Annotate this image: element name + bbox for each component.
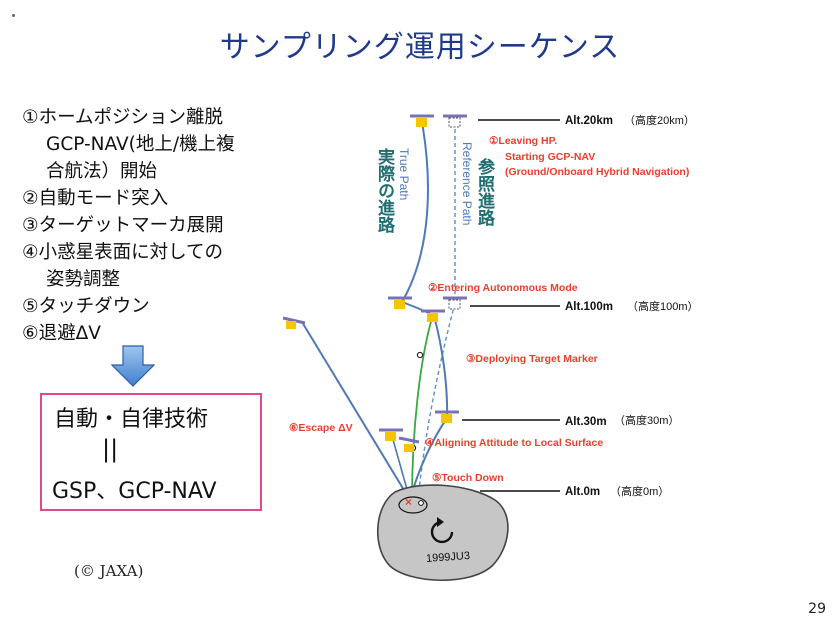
alt-0m-label: Alt.0m xyxy=(565,486,600,498)
reference-path-lower xyxy=(417,302,456,501)
tech-line-3: GSP、GCP-NAV xyxy=(52,479,217,504)
target-marker-path xyxy=(411,317,433,501)
spacecraft-aligning-2 xyxy=(398,436,420,452)
target-marker-dot xyxy=(416,351,424,359)
step-2: ②自動モード突入 xyxy=(22,188,169,209)
note-starting-gcp-nav: Starting GCP-NAV xyxy=(505,151,595,163)
spacecraft-30m xyxy=(435,410,459,423)
note-escape: ⑥Escape ΔV xyxy=(289,422,353,434)
tech-line-2: || xyxy=(102,435,119,463)
asteroid-name: 1999JU3 xyxy=(426,550,471,565)
true-path-upper xyxy=(401,121,429,303)
spacecraft-100m-true xyxy=(388,296,412,309)
alt-20km-label: Alt.20km xyxy=(565,115,613,127)
tech-line-1: 自動・自律技術 xyxy=(54,407,209,432)
step-6: ⑥退避ΔV xyxy=(22,323,101,344)
touchdown-cross-icon: × xyxy=(405,495,412,509)
page-title: サンプリング運用シーケンス xyxy=(219,30,621,65)
note-touch-down: ⑤Touch Down xyxy=(432,472,504,484)
alt-30m-label: Alt.30m xyxy=(565,416,607,428)
rotation-icon xyxy=(430,520,454,544)
step-4-detail: 姿勢調整 xyxy=(46,269,121,290)
alt-20km-sub: （高度20km） xyxy=(624,113,695,127)
reference-path-en-label: Reference Path xyxy=(460,142,474,225)
spacecraft-marker-deploy xyxy=(421,309,445,322)
step-4: ④小惑星表面に対しての xyxy=(22,242,224,263)
alt-100m-label: Alt.100m xyxy=(565,301,613,313)
escape-path xyxy=(301,321,411,501)
note-hybrid-navigation: (Ground/Onboard Hybrid Navigation) xyxy=(505,166,689,178)
step-1-detail-a: GCP-NAV(地上/機上複 xyxy=(46,134,235,155)
reference-path-ja-label: 参照進路 xyxy=(474,157,495,227)
spacecraft-20km-true xyxy=(410,114,434,127)
step-3: ③ターゲットマーカ展開 xyxy=(22,215,224,236)
asteroid-1999ju3: × 1999JU3 xyxy=(377,484,509,581)
note-leaving-hp: ①Leaving HP. xyxy=(489,135,557,147)
spacecraft-escape xyxy=(282,316,306,329)
spacecraft-aligning xyxy=(379,428,403,441)
true-path-descent xyxy=(433,315,449,419)
note-target-marker: ③Deploying Target Marker xyxy=(466,353,598,365)
alt-30m-sub: （高度30m） xyxy=(614,413,679,427)
alt-0m-sub: （高度0m） xyxy=(610,484,669,498)
corner-dot xyxy=(12,14,15,17)
note-autonomous-mode: ②Entering Autonomous Mode xyxy=(428,282,578,294)
spacecraft-100m-reference xyxy=(443,296,467,310)
step-1: ①ホームポジション離脱 xyxy=(22,107,224,128)
spacecraft-20km-reference xyxy=(443,114,467,128)
step-5: ⑤タッチダウン xyxy=(22,296,150,317)
down-arrow-icon xyxy=(111,345,155,387)
true-path-en-label: True Path xyxy=(397,148,411,200)
copyright: (© JAXA) xyxy=(74,562,144,580)
technology-box: 自動・自律技術 || GSP、GCP-NAV xyxy=(40,393,262,511)
true-path-ja-label: 実際の進路 xyxy=(374,147,395,234)
sequence-steps: ①ホームポジション離脱 GCP-NAV(地上/機上複 合航法）開始 ②自動モード… xyxy=(22,104,235,347)
step-1-detail-b: 合航法）開始 xyxy=(46,161,158,182)
note-aligning-attitude: ④Aligning Attitude to Local Surface xyxy=(425,437,603,449)
page-number: 29 xyxy=(808,601,826,617)
alt-100m-sub: （高度100m） xyxy=(627,299,699,313)
